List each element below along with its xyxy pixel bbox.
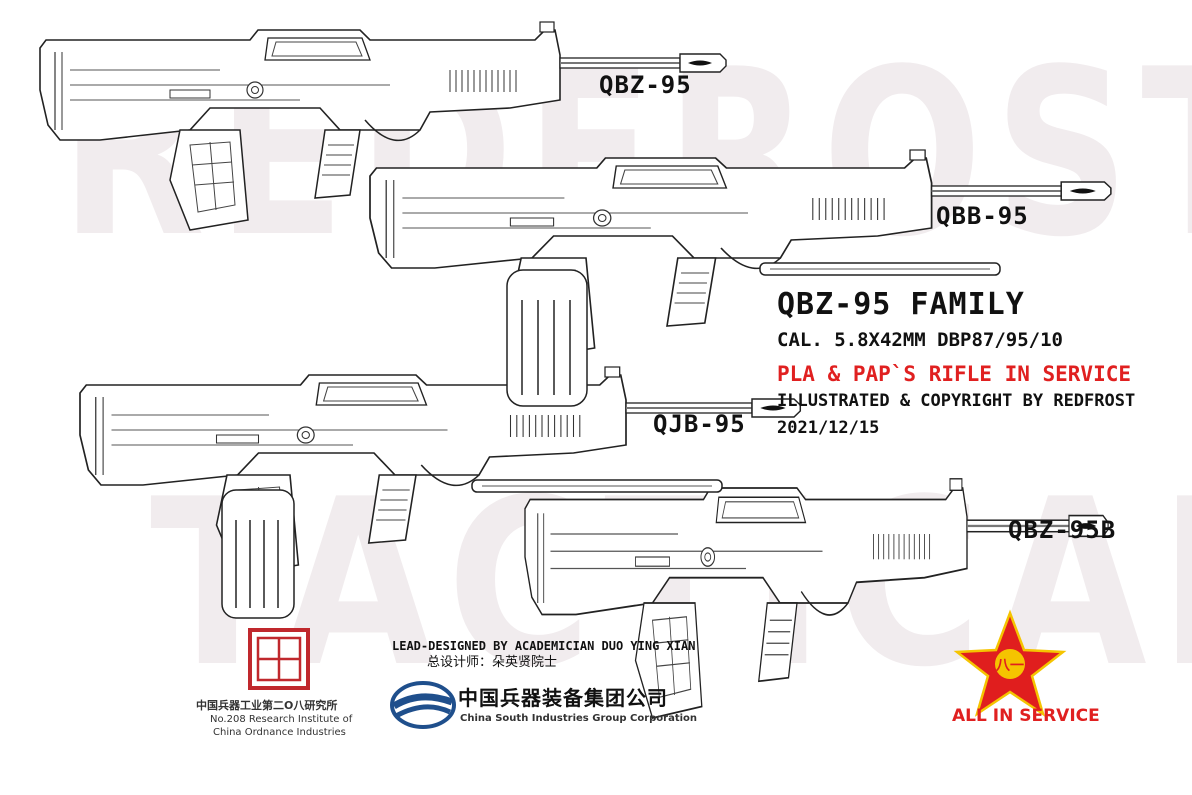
bipod-qjb	[471, 479, 723, 493]
label-qbb-95: QBB-95	[936, 202, 1029, 230]
caliber-line: CAL. 5.8X42MM DBP87/95/10	[777, 329, 1063, 351]
service-role-line: PLA & PAP`S RIFLE IN SERVICE	[777, 362, 1132, 386]
pla-star-emblem: 八一	[953, 609, 1067, 717]
institute-name-zh: 中国兵器工业第二O八研究所	[196, 699, 338, 712]
family-title: QBZ-95 FAMILY	[777, 287, 1025, 322]
institute-208-logo	[248, 628, 310, 690]
drum-magazine-qbb	[506, 269, 588, 407]
lead-designer-en: LEAD-DESIGNED BY ACADEMICIAN DUO YING XI…	[392, 639, 696, 653]
label-qbz-95b: QBZ-95B	[1008, 516, 1117, 544]
institute-name-en-1: No.208 Research Institute of	[210, 714, 353, 725]
csg-logo	[390, 681, 456, 729]
bipod-qbb	[759, 262, 1001, 276]
csg-name-en: China South Industries Group Corporation	[460, 713, 698, 724]
lead-designer-zh: 总设计师：朵英贤院士	[427, 655, 558, 670]
rifle-qbb-95	[369, 149, 1112, 359]
star-emblem-text: 八一	[995, 658, 1024, 674]
institute-name-en-2: China Ordnance Industries	[213, 727, 346, 738]
credit-line: ILLUSTRATED & COPYRIGHT BY REDFROST	[777, 391, 1136, 411]
csg-name-zh: 中国兵器装备集团公司	[458, 686, 668, 710]
all-in-service-badge: ALL IN SERVICE	[952, 706, 1100, 726]
label-qbz-95: QBZ-95	[599, 71, 692, 99]
date-line: 2021/12/15	[777, 418, 880, 438]
label-qjb-95: QJB-95	[653, 410, 746, 438]
drum-magazine-qjb	[221, 489, 295, 619]
